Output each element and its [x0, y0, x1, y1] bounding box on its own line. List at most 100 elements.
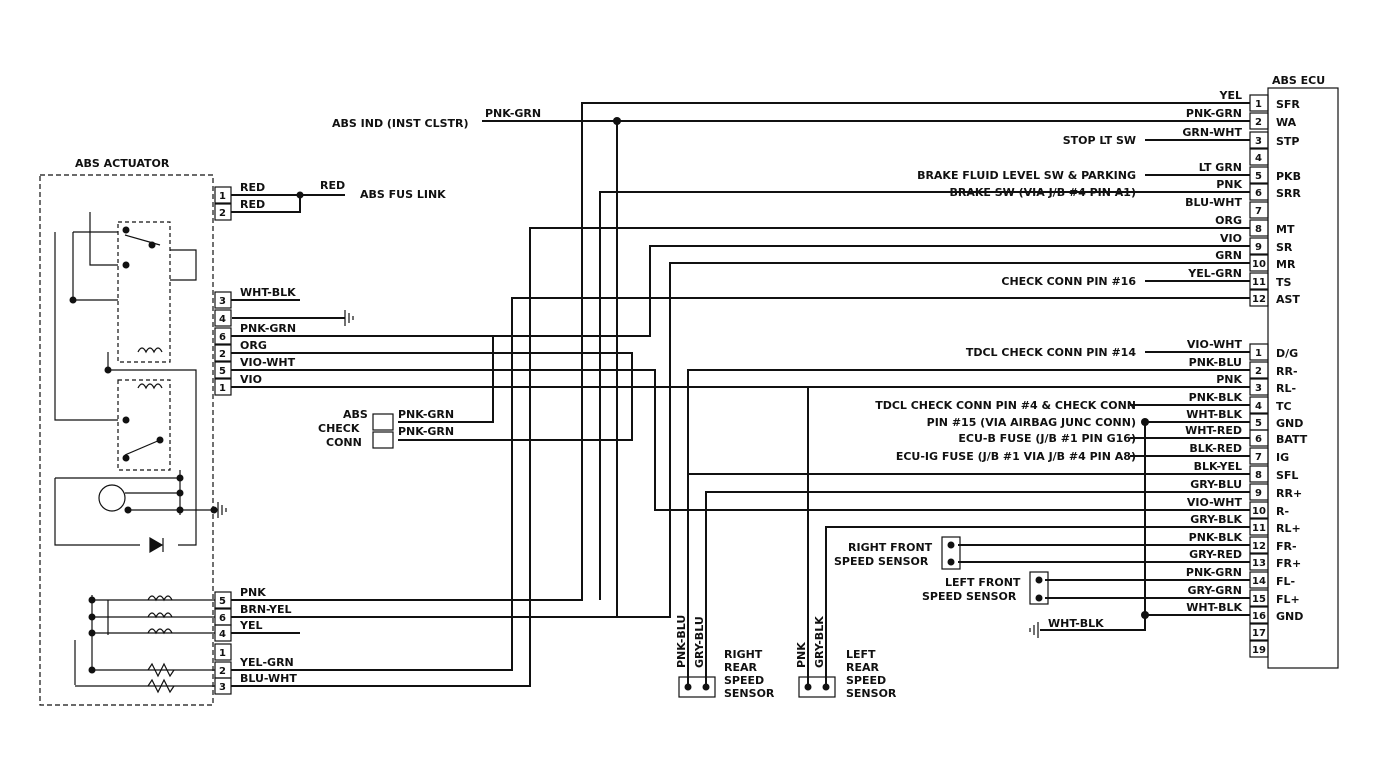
actuator-pin-number: 1: [219, 191, 226, 202]
ecu-pin-external: STOP LT SW: [1063, 134, 1136, 147]
ecu-pin-name: FL-: [1276, 575, 1295, 588]
actuator-title: ABS ACTUATOR: [75, 157, 170, 170]
ecu-pin-number: 10: [1252, 259, 1266, 270]
lr-sensor-line-2: REAR: [846, 661, 879, 674]
ecu-pin-name: SFR: [1276, 98, 1300, 111]
lr-wire-2: GRY-BLK: [813, 616, 826, 668]
actuator-pin-wire: PNK-GRN: [240, 322, 296, 335]
ecu-pin-wire: GRN-WHT: [1182, 126, 1242, 139]
actuator-pin-wire: YEL-GRN: [239, 656, 294, 669]
ecu-pin-number: 7: [1255, 206, 1262, 217]
ecu-pin-number: 5: [1255, 171, 1262, 182]
lf-sensor-line-1: LEFT FRONT: [945, 576, 1021, 589]
ecu-pin-number: 9: [1255, 488, 1262, 499]
rf-sensor-line-2: SPEED SENSOR: [834, 555, 929, 568]
actuator-outline: [39, 174, 214, 706]
ecu-pin-wire: GRY-BLK: [1190, 513, 1242, 526]
actuator-pin-wire: WHT-BLK: [240, 286, 296, 299]
ecu-pin-number: 5: [1255, 418, 1262, 429]
ecu-pin-name: IG: [1276, 451, 1289, 464]
ecu-pin-name: BATT: [1276, 433, 1308, 446]
ecu-pin-external: CHECK CONN PIN #16: [1001, 275, 1136, 288]
ecu-pin-wire: WHT-BLK: [1186, 408, 1242, 421]
ecu-pin-external: TDCL CHECK CONN PIN #4 & CHECK CONN: [875, 399, 1136, 412]
ecu-pin-name: SRR: [1276, 187, 1301, 200]
actuator-pin-wire: BRN-YEL: [240, 603, 292, 616]
ecu-pin-number: 8: [1255, 470, 1262, 481]
fuse-wire-label: RED: [320, 179, 345, 192]
ecu-pin-name: SFL: [1276, 469, 1298, 482]
ecu-pin-number: 19: [1252, 645, 1266, 656]
ecu-pin-number: 15: [1252, 594, 1266, 605]
abs-check-conn: [372, 413, 394, 449]
check-conn-line-2: CHECK: [318, 422, 360, 435]
ecu-pin-external: TDCL CHECK CONN PIN #14: [966, 346, 1136, 359]
actuator-pin-wire: RED: [240, 198, 265, 211]
ecu-pin-wire: PNK-BLU: [1189, 356, 1242, 369]
ecu-pin-box: [1249, 623, 1269, 641]
ecu-pin-name: MR: [1276, 258, 1296, 271]
actuator-pin-number: 6: [219, 613, 226, 624]
actuator-internal-schematic: [54, 212, 215, 685]
ecu-pin-number: 12: [1252, 294, 1266, 305]
ecu-pin-wire: PNK-GRN: [1186, 566, 1242, 579]
left-front-sensor-conn: [1029, 571, 1049, 605]
ecu-pin-name: D/G: [1276, 347, 1298, 360]
ecu-pin-wire: GRN: [1215, 249, 1242, 262]
ecu-pin-name: RL+: [1276, 522, 1301, 535]
actuator-pin-number: 3: [219, 682, 226, 693]
ecu-pin-number: 4: [1255, 401, 1262, 412]
ecu-pin-number: 1: [1255, 348, 1262, 359]
ground-icon: [1029, 622, 1039, 638]
ecu-pin-wire: VIO: [1220, 232, 1242, 245]
ground-wire-label: WHT-BLK: [1048, 617, 1104, 630]
rr-wire-2: GRY-BLU: [693, 616, 706, 668]
actuator-pin-number: 2: [219, 666, 226, 677]
ecu-pin-number: 10: [1252, 506, 1266, 517]
ecu-pin-name: TC: [1276, 400, 1292, 413]
ecu-pin-number: 4: [1255, 153, 1262, 164]
ecu-pin-name: FL+: [1276, 593, 1300, 606]
actuator-pin-number: 2: [219, 208, 226, 219]
ecu-pin-name: STP: [1276, 135, 1300, 148]
ecu-pin-name: RL-: [1276, 382, 1296, 395]
ecu-pin-name: FR+: [1276, 557, 1301, 570]
lf-sensor-line-2: SPEED SENSOR: [922, 590, 1017, 603]
ecu-pin-box: [1249, 640, 1269, 658]
ecu-pin-number: 14: [1252, 576, 1266, 587]
ecu-pin-number: 9: [1255, 242, 1262, 253]
ecu-pin-wire: PNK-BLK: [1189, 531, 1243, 544]
actuator-pin-number: 3: [219, 296, 226, 307]
ground-icon: [344, 310, 354, 326]
ecu-pin-name: SR: [1276, 241, 1293, 254]
lr-sensor-line-4: SENSOR: [846, 687, 897, 700]
actuator-pin-number: 5: [219, 596, 226, 607]
ecu-pin-number: 6: [1255, 188, 1262, 199]
ecu-pin-number: 16: [1252, 611, 1266, 622]
ecu-pin-name: GND: [1276, 417, 1303, 430]
actuator-pin-box: [214, 643, 232, 661]
actuator-pin-number: 6: [219, 332, 226, 343]
harness-wires: [232, 102, 1250, 688]
fuse-link-label: ABS FUS LINK: [360, 188, 446, 201]
ecu-pin-wire: BLU-WHT: [1185, 196, 1242, 209]
check-conn-wire-2: PNK-GRN: [398, 425, 454, 438]
ecu-pin-number: 11: [1252, 277, 1266, 288]
ecu-pin-number: 1: [1255, 99, 1262, 110]
actuator-pin-number: 4: [219, 314, 226, 325]
ecu-pin-wire: WHT-RED: [1185, 424, 1242, 437]
actuator-pin-wire: VIO: [240, 373, 262, 386]
ecu-pin-wire: PNK-BLK: [1189, 391, 1243, 404]
ground-icon: [217, 502, 227, 518]
rr-sensor-line-2: REAR: [724, 661, 757, 674]
actuator-pin-number: 1: [219, 383, 226, 394]
abs-ind-label: ABS IND (INST CLSTR): [332, 117, 469, 130]
ecu-pin-name: R-: [1276, 505, 1289, 518]
ecu-pin-wire: YEL: [1219, 89, 1243, 102]
actuator-junction-dots: [69, 191, 304, 674]
ecu-pin-wire: WHT-BLK: [1186, 601, 1242, 614]
lr-wire-1: PNK: [795, 642, 808, 668]
ecu-pin-name: AST: [1276, 293, 1300, 306]
